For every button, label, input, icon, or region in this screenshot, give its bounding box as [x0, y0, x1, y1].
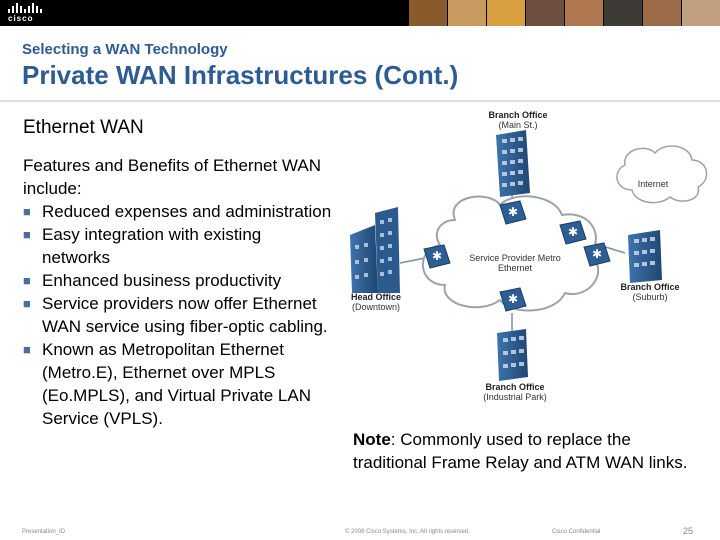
svg-text:✱: ✱ [568, 225, 578, 239]
list-item: ■ Enhanced business productivity [23, 269, 333, 292]
bullet-icon: ■ [23, 204, 31, 219]
branch-office-suburb-building [628, 230, 662, 283]
branch-office-park-building [497, 329, 528, 381]
list-item: ■ Easy integration with existing networks [23, 223, 333, 269]
cisco-logo: cisco [8, 3, 44, 23]
cloud-label-line1: Service Provider Metro [469, 253, 561, 263]
list-item-text: Easy integration with existing networks [42, 225, 262, 267]
branch-park-sub: (Industrial Park) [483, 392, 547, 402]
bullet-icon: ■ [23, 273, 31, 288]
cloud-label-line2: Ethernet [498, 263, 533, 273]
note-label: Note [353, 430, 391, 449]
head-office-sub: (Downtown) [352, 302, 400, 312]
title-divider [0, 100, 720, 102]
metro-ethernet-cloud: Service Provider Metro Ethernet [422, 195, 600, 312]
switch-icon: ✱ [423, 244, 451, 269]
switch-icon: ✱ [583, 242, 611, 267]
bullet-icon: ■ [23, 227, 31, 242]
slide-title: Private WAN Infrastructures (Cont.) [22, 60, 459, 90]
metro-ethernet-diagram: Service Provider Metro Ethernet Internet… [350, 110, 708, 402]
branch-office-main-building [496, 130, 530, 197]
branch-park-title: Branch Office [485, 382, 544, 392]
internet-label: Internet [638, 179, 669, 189]
svg-text:✱: ✱ [508, 292, 518, 306]
svg-text:✱: ✱ [508, 205, 518, 219]
switch-icon: ✱ [499, 287, 527, 312]
branch-main-sub: (Main St.) [498, 120, 537, 130]
list-item: ■ Reduced expenses and administration [23, 200, 333, 223]
head-office-building [350, 207, 400, 293]
head-office-title: Head Office [351, 292, 401, 302]
intro-text: Features and Benefits of Ethernet WAN in… [23, 156, 321, 198]
list-item-text: Service providers now offer Ethernet WAN… [42, 294, 328, 336]
branch-suburb-sub: (Suburb) [632, 292, 667, 302]
branch-suburb-title: Branch Office [620, 282, 679, 292]
feature-list-block: Features and Benefits of Ethernet WAN in… [23, 154, 333, 430]
svg-text:✱: ✱ [432, 249, 442, 263]
footer-presentation-id: Presentation_ID [22, 529, 66, 535]
internet-cloud: Internet [616, 145, 708, 204]
switch-icon: ✱ [499, 200, 527, 225]
bullet-icon: ■ [23, 296, 31, 311]
list-item-text: Reduced expenses and administration [42, 202, 332, 221]
footer-confidential: Cisco Confidential [552, 529, 601, 535]
list-item: ■ Service providers now offer Ethernet WA… [23, 292, 333, 338]
switch-icon: ✱ [559, 220, 587, 245]
header-photo-strip [408, 0, 720, 26]
list-item: ■ Known as Metropolitan Ethernet (Metro.E… [23, 338, 333, 430]
list-item-text: Known as Metropolitan Ethernet (Metro.E)… [42, 340, 311, 428]
list-item-text: Enhanced business productivity [42, 271, 282, 290]
page-number: 25 [683, 526, 694, 536]
branch-main-title: Branch Office [488, 110, 547, 120]
benefit-list: ■ Reduced expenses and administration ■ Ea… [23, 200, 333, 430]
section-heading: Ethernet WAN [23, 117, 144, 138]
svg-text:✱: ✱ [592, 247, 602, 261]
top-banner: cisco [0, 0, 720, 26]
slide-subtitle: Selecting a WAN Technology [22, 41, 228, 58]
note-text: : Commonly used to replace the tradition… [353, 430, 688, 472]
bullet-icon: ■ [23, 342, 31, 357]
footer-copyright: © 2008 Cisco Systems, Inc. All rights re… [345, 529, 470, 535]
note-block: Note: Commonly used to replace the tradi… [353, 428, 703, 474]
logo-text: cisco [8, 14, 34, 23]
